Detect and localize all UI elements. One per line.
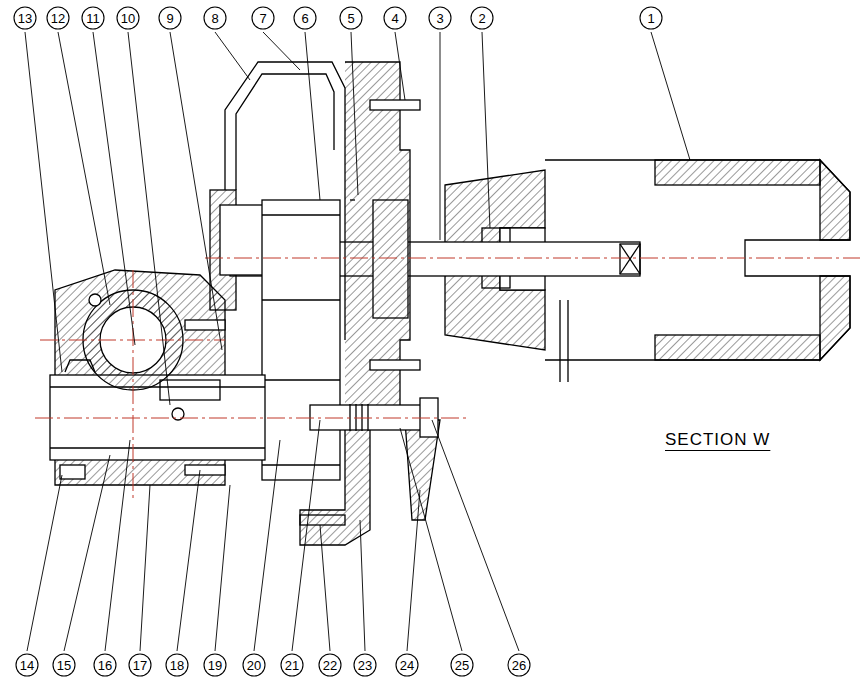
- callout-balloon: 5: [339, 6, 363, 30]
- callout-number: 11: [86, 12, 100, 25]
- callout-balloon: 16: [93, 653, 117, 677]
- callout-number: 21: [285, 659, 299, 672]
- callout-balloon: 2: [470, 6, 494, 30]
- callout-number: 18: [170, 659, 184, 672]
- callout-balloon: 24: [395, 653, 419, 677]
- callout-number: 2: [478, 12, 485, 25]
- callout-balloon: 15: [52, 653, 76, 677]
- callout-number: 4: [391, 12, 398, 25]
- callout-balloon: 21: [280, 653, 304, 677]
- callout-balloon: 20: [242, 653, 266, 677]
- callout-balloon: 6: [293, 6, 317, 30]
- callout-balloon: 11: [81, 6, 105, 30]
- callout-balloon: 23: [353, 653, 377, 677]
- section-label: SECTION W: [665, 430, 770, 450]
- callout-number: 16: [98, 659, 112, 672]
- callout-balloon: 13: [13, 6, 37, 30]
- callout-balloon: 1: [639, 6, 663, 30]
- callout-balloon: 22: [318, 653, 342, 677]
- callout-number: 17: [133, 659, 147, 672]
- callout-balloon: 12: [46, 6, 70, 30]
- callout-balloon: 25: [450, 653, 474, 677]
- callout-balloon: 10: [116, 6, 140, 30]
- callout-number: 7: [259, 12, 266, 25]
- callout-number: 19: [208, 659, 222, 672]
- callout-number: 14: [20, 659, 34, 672]
- callout-number: 25: [455, 659, 469, 672]
- callout-number: 12: [51, 12, 65, 25]
- callout-balloon: 14: [15, 653, 39, 677]
- callout-number: 1: [647, 12, 654, 25]
- callout-number: 24: [400, 659, 414, 672]
- callout-balloon: 9: [158, 6, 182, 30]
- callout-balloon: 8: [203, 6, 227, 30]
- callout-balloon: 19: [203, 653, 227, 677]
- callout-balloon: 17: [128, 653, 152, 677]
- callout-balloon: 4: [383, 6, 407, 30]
- callout-balloon: 7: [251, 6, 275, 30]
- callout-number: 22: [323, 659, 337, 672]
- callout-number: 13: [18, 12, 32, 25]
- callout-balloon: 3: [428, 6, 452, 30]
- callout-number: 15: [57, 659, 71, 672]
- callout-balloon: 18: [165, 653, 189, 677]
- callout-number: 8: [211, 12, 218, 25]
- callout-number: 3: [436, 12, 443, 25]
- callout-number: 20: [247, 659, 261, 672]
- callout-number: 5: [347, 12, 354, 25]
- callout-number: 23: [358, 659, 372, 672]
- callout-number: 6: [301, 12, 308, 25]
- callout-number: 10: [121, 12, 135, 25]
- callout-number: 26: [512, 659, 526, 672]
- callout-number: 9: [166, 12, 173, 25]
- callout-balloon: 26: [507, 653, 531, 677]
